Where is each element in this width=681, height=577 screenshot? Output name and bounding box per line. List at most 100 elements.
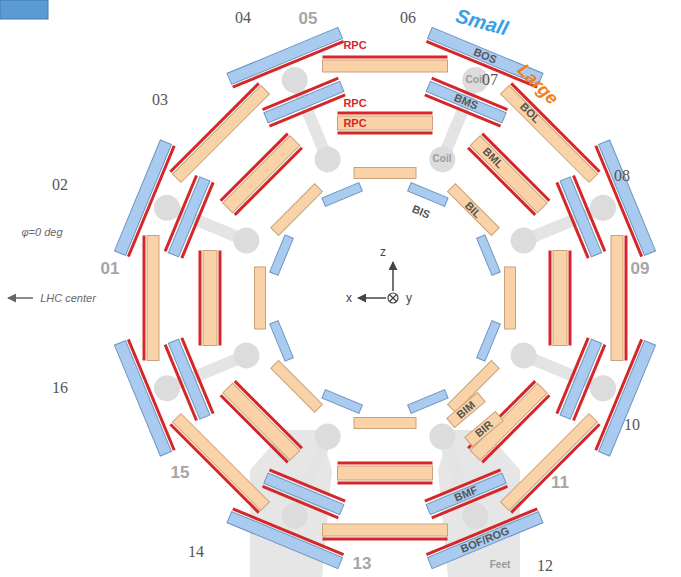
rpc-layer <box>170 83 258 171</box>
sector <box>170 338 344 512</box>
axes <box>8 262 398 303</box>
large-inner-chamber <box>354 418 416 429</box>
rpc-layer <box>625 236 628 361</box>
small-inner-chamber <box>322 390 362 414</box>
coil-circle <box>590 195 616 221</box>
rpc-layer <box>143 236 146 361</box>
large-middle-chamber <box>338 116 433 130</box>
sector-number: 12 <box>537 558 553 574</box>
large-outer-chamber <box>323 524 448 536</box>
small-inner-chamber <box>408 390 448 414</box>
coil-circle <box>462 503 488 529</box>
large-middle-chamber <box>338 466 433 480</box>
sector-number: 02 <box>52 177 68 193</box>
coil-circle <box>154 195 180 221</box>
coil-circle <box>429 424 455 450</box>
rpc-layer <box>511 424 599 512</box>
bir-chamber <box>465 412 503 447</box>
rpc-layer <box>221 395 288 462</box>
sector <box>505 236 627 361</box>
coil-circle <box>282 503 308 529</box>
bim-chamber <box>447 393 485 428</box>
large-middle-chamber <box>470 383 547 460</box>
coil-circle <box>233 342 259 368</box>
large-middle-chamber <box>553 251 567 346</box>
rpc-layer <box>569 251 572 346</box>
rpc-layer <box>263 78 339 109</box>
axis-label: y <box>406 292 412 304</box>
sector-number: 16 <box>52 380 68 396</box>
coil-circle <box>511 342 537 368</box>
sector-number: 10 <box>624 417 640 433</box>
rpc-layer <box>323 56 448 59</box>
rpc-layer <box>165 345 196 421</box>
small-middle-chamber <box>264 473 344 515</box>
coil-circle <box>590 375 616 401</box>
sector-number: 04 <box>235 10 251 26</box>
group-label: Small <box>454 5 511 38</box>
rpc-layer <box>557 182 588 258</box>
large-inner-chamber <box>354 168 416 179</box>
rpc-layer <box>199 251 202 346</box>
rpc-layer <box>182 182 213 258</box>
rpc-layer <box>573 345 604 421</box>
coil-circle <box>315 424 341 450</box>
coil-circle <box>282 67 308 93</box>
small-outer-chamber <box>114 341 171 456</box>
rpc-layer <box>221 134 288 201</box>
rpc-layer <box>596 339 642 450</box>
sector <box>425 338 599 512</box>
small-inner-chamber <box>322 183 362 207</box>
axis-label: z <box>380 246 386 258</box>
large-outer-chamber <box>147 236 159 361</box>
small-middle-chamber <box>560 177 602 257</box>
coil-circle <box>315 146 341 172</box>
coil-circle <box>154 375 180 401</box>
large-middle-chamber <box>223 136 300 213</box>
large-inner-chamber <box>448 184 500 236</box>
small-middle-chamber <box>426 473 506 515</box>
small-outer-chamber <box>599 341 656 456</box>
direction-note: LHC center <box>40 293 96 304</box>
sector <box>323 418 448 540</box>
large-inner-chamber <box>271 184 323 236</box>
rpc-layer <box>128 146 174 257</box>
sector-number: 11 <box>551 474 569 491</box>
rpc-layer <box>338 132 433 135</box>
rpc-label: RPC <box>343 40 366 51</box>
sector-number: 05 <box>299 10 318 27</box>
coil-label: Coil <box>433 154 452 164</box>
large-outer-chamber <box>323 60 448 72</box>
rpc-layer <box>219 251 222 346</box>
small-outer-chamber <box>114 140 171 255</box>
small-middle-chamber <box>168 339 210 419</box>
rpc-layer <box>338 112 433 115</box>
rpc-layer <box>128 339 174 450</box>
rpc-layer <box>338 482 433 485</box>
large-middle-chamber <box>223 383 300 460</box>
small-middle-chamber <box>168 177 210 257</box>
small-inner-chamber <box>477 321 501 361</box>
small-inner-chamber <box>270 321 294 361</box>
rpc-layer <box>557 338 588 414</box>
sector <box>425 83 599 257</box>
sector-number: 14 <box>188 544 204 560</box>
small-middle-chamber <box>560 339 602 419</box>
large-inner-chamber <box>505 267 516 329</box>
rpc-layer <box>549 251 552 346</box>
sector-number: 08 <box>614 168 630 184</box>
chamber-label: BIS <box>410 203 431 220</box>
chambers <box>114 27 655 568</box>
sector-number: 15 <box>171 464 190 481</box>
rpc-layer <box>235 148 302 215</box>
rpc-label: RPC <box>343 98 366 109</box>
sector-number: 09 <box>631 260 650 277</box>
large-middle-chamber <box>470 136 547 213</box>
sector <box>114 284 308 456</box>
small-inner-chamber <box>477 235 501 275</box>
rpc-layer <box>269 95 345 126</box>
sector <box>144 236 266 361</box>
large-middle-chamber <box>203 251 217 346</box>
large-outer-chamber <box>611 236 623 361</box>
rpc-layer <box>233 509 344 555</box>
